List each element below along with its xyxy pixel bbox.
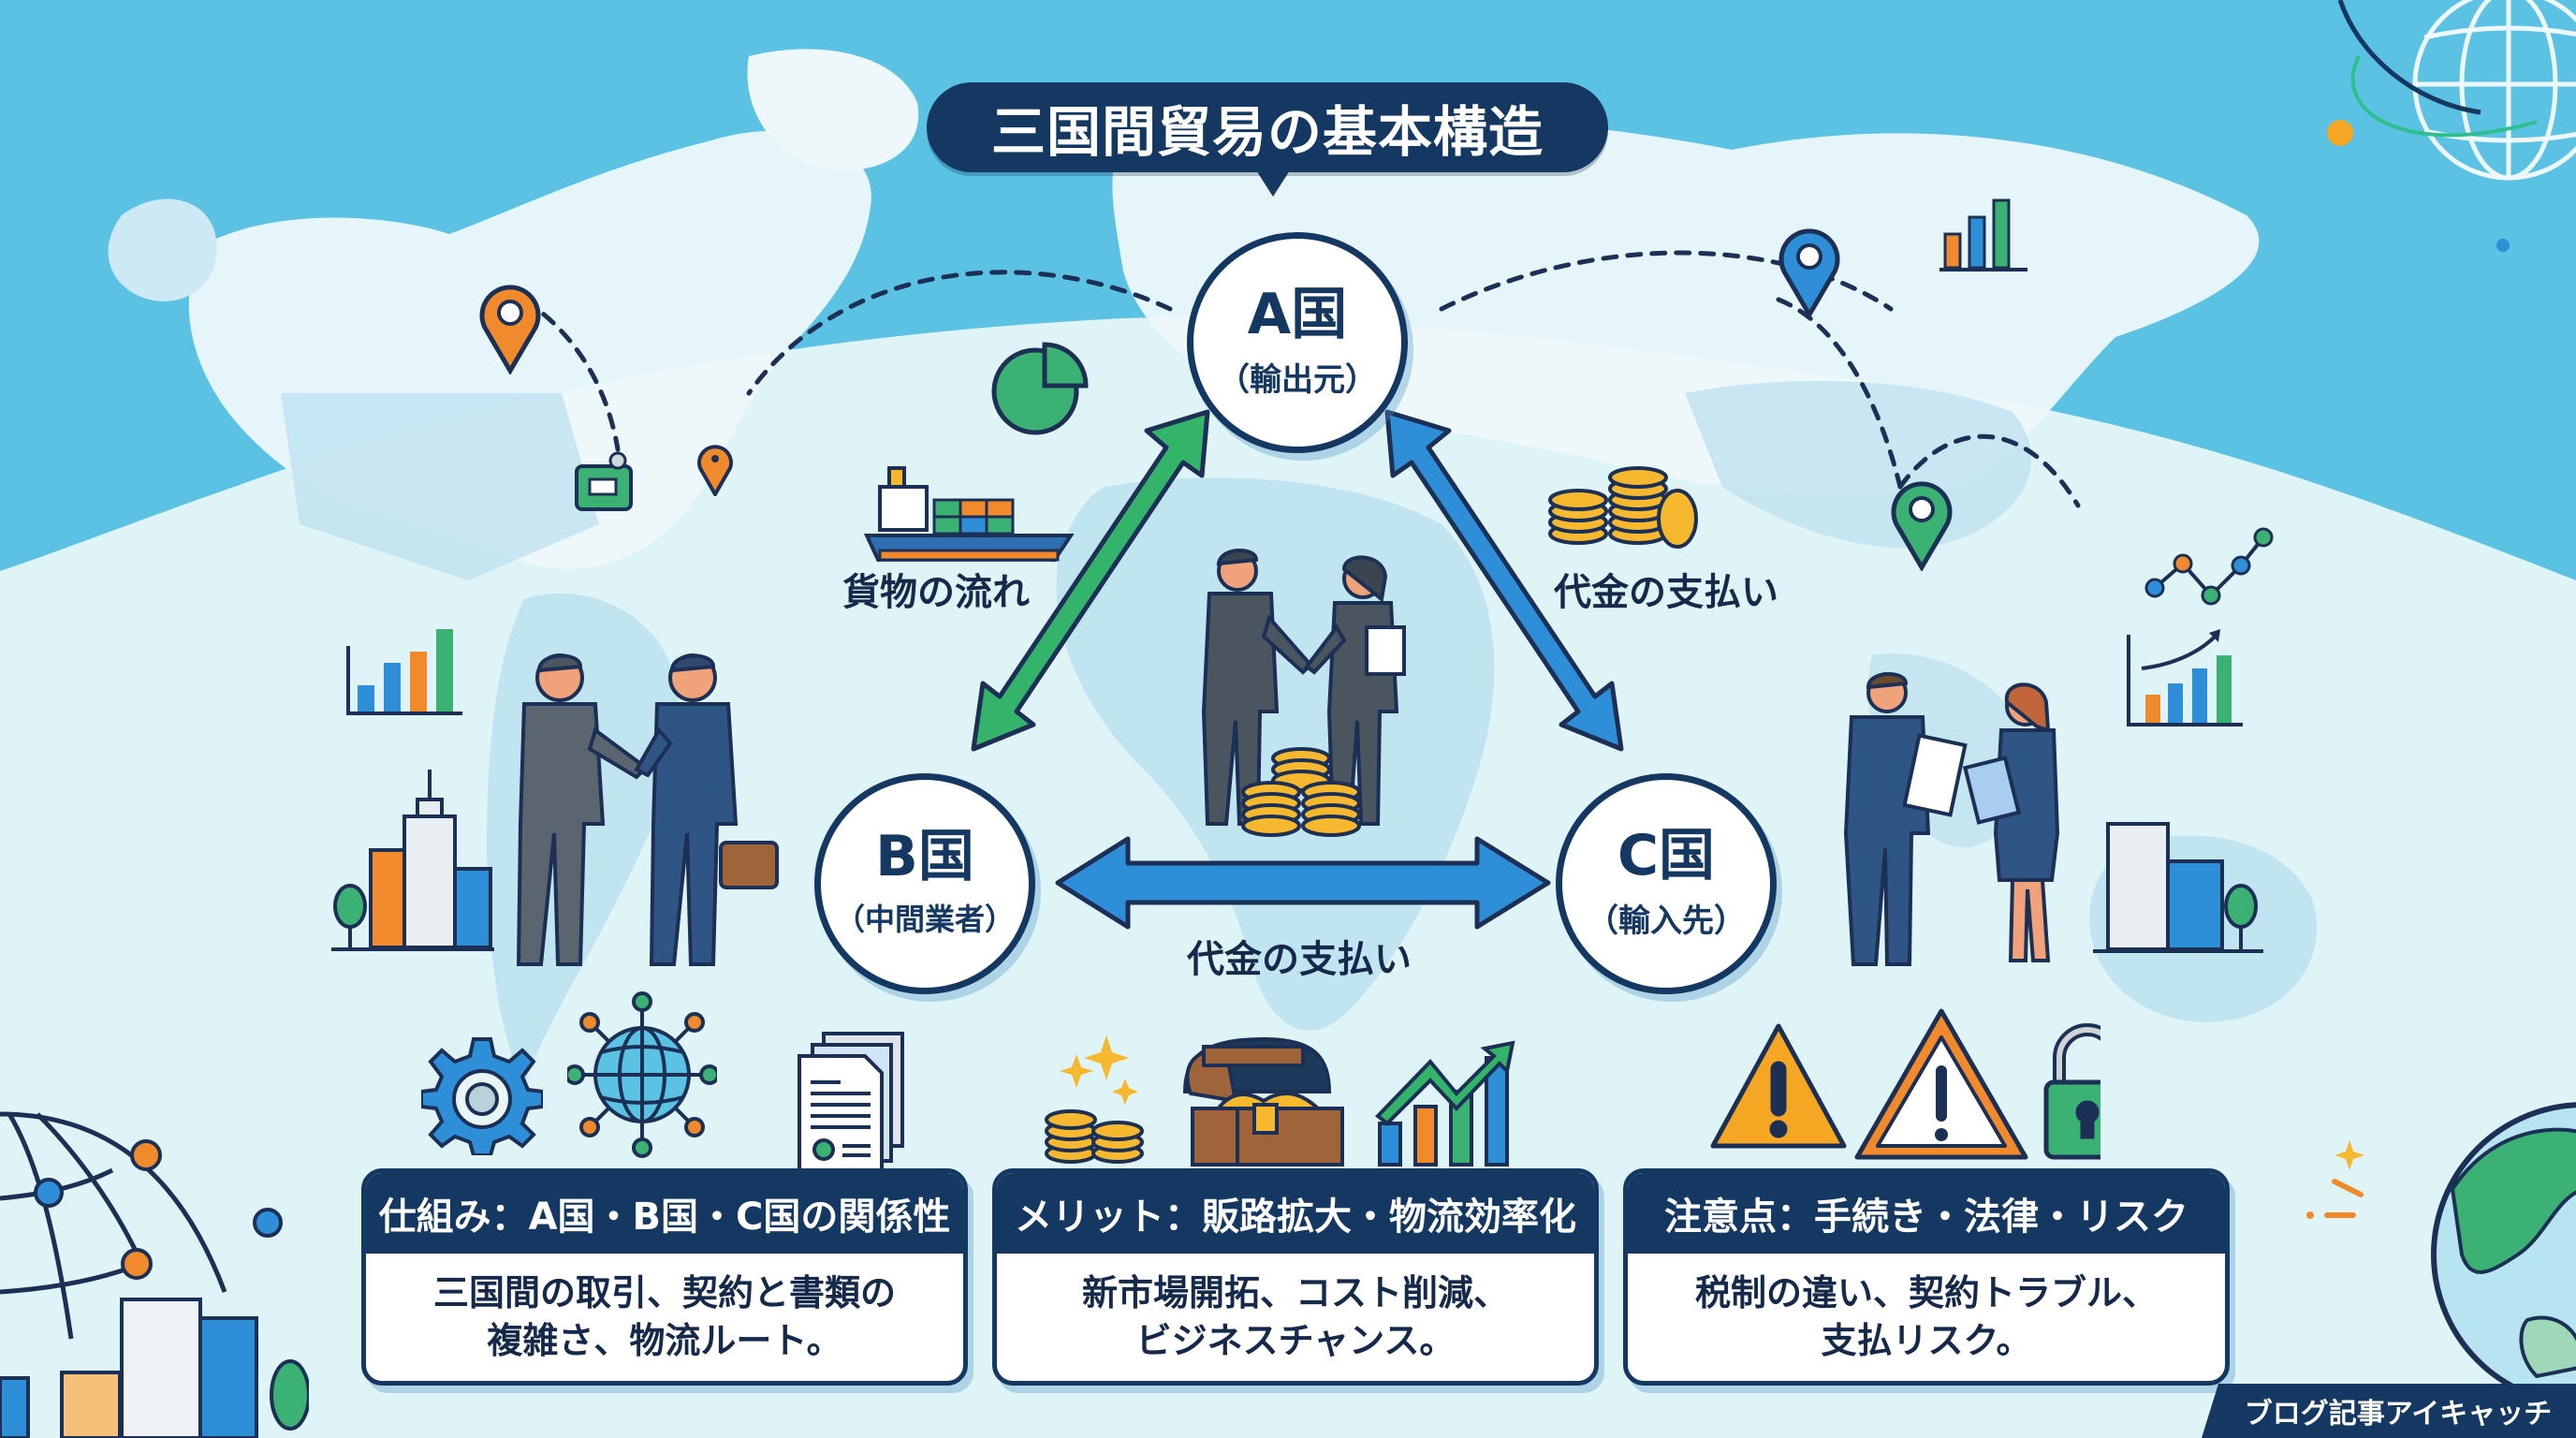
payment-bc-label: 代金の支払い [1187, 938, 1412, 981]
goods-flow-label: 貨物の流れ [842, 571, 1030, 614]
footer-tag: ブログ記事アイキャッチ [2202, 1384, 2576, 1438]
country-b-role: （中間業者） [834, 902, 1015, 937]
info-card-cautions: 注意点：手続き・法律・リスク 税制の違い、契約トラブル、 支払リスク。 [1623, 1168, 2230, 1386]
card-body-line: 三国間の取引、契約と書類の [432, 1271, 896, 1313]
lock-icon [2043, 1023, 2100, 1160]
sparkle-icon [1060, 1035, 1138, 1105]
documents-icon [798, 1032, 904, 1170]
location-pin-icon [1778, 228, 1840, 318]
bar-chart-icon [346, 629, 462, 715]
card-heading: 注意点：手続き・法律・リスク [1628, 1173, 2225, 1254]
payment-ac-label: 代金の支払い [1554, 571, 1778, 614]
country-a-name: A国 [1247, 281, 1348, 347]
orbit-dot-icon [2496, 239, 2510, 252]
country-b-node: B国 （中間業者） [814, 773, 1035, 994]
pie-chart-icon [991, 342, 1089, 435]
payment-flow-arrow-bc [1055, 836, 1551, 930]
page-title-banner: 三国間貿易の基本構造 [927, 82, 1608, 197]
card-body-line: 税制の違い、契約トラブル、 [1694, 1271, 2158, 1313]
merit-icons-group [1045, 1035, 1515, 1167]
location-pin-icon [697, 445, 733, 496]
warning-triangle-icon [1854, 1008, 2028, 1160]
card-body-line: ビジネスチャンス。 [1135, 1320, 1456, 1361]
growth-chart-icon [1375, 1040, 1515, 1167]
network-city-illustration [0, 1111, 309, 1438]
treasure-chest-icon [1182, 1036, 1344, 1167]
gear-icon [421, 1037, 543, 1155]
card-body-line: 支払リスク。 [1821, 1320, 2032, 1361]
warning-triangle-icon [1710, 1023, 1847, 1149]
country-c-node: C国 （輸入先） [1556, 773, 1777, 994]
handshake-couple-illustration [1201, 548, 1406, 837]
growth-chart-icon [2127, 629, 2243, 726]
payment-flow-arrow-ac [1384, 409, 1624, 752]
business-people-documents-illustration [1843, 671, 2060, 966]
location-pin-icon [1891, 481, 1953, 571]
card-heading: 仕組み：A国・B国・C国の関係性 [366, 1173, 963, 1254]
location-pin-icon [479, 285, 541, 374]
card-body: 新市場開拓、コスト削減、 ビジネスチャンス。 [997, 1254, 1594, 1381]
card-body-line: 複雑さ、物流ルート。 [487, 1320, 842, 1361]
earth-globe-icon [2431, 1102, 2576, 1386]
card-body: 三国間の取引、契約と書類の 複雑さ、物流ルート。 [366, 1254, 963, 1381]
cargo-ship-icon [863, 466, 1075, 562]
bar-chart-icon [1939, 198, 2027, 271]
country-a-node: A国 （輸出元） [1187, 232, 1408, 453]
country-a-role: （輸出元） [1218, 360, 1377, 399]
coin-stack-icon [1045, 1109, 1144, 1164]
page-title: 三国間貿易の基本構造 [990, 100, 1544, 164]
country-c-name: C国 [1617, 822, 1716, 888]
card-body: 税制の違い、契約トラブル、 支払リスク。 [1628, 1254, 2225, 1381]
city-buildings-icon [331, 770, 494, 951]
network-globe-icon [567, 991, 717, 1158]
info-card-mechanism: 仕組み：A国・B国・C国の関係性 三国間の取引、契約と書類の 複雑さ、物流ルート… [361, 1168, 968, 1386]
card-body-line: 新市場開拓、コスト削減、 [1081, 1271, 1509, 1313]
handshake-people-illustration [516, 653, 779, 966]
country-c-role: （輸入先） [1587, 902, 1746, 940]
sparkle-icon [2306, 1140, 2364, 1219]
globe-icon [2327, 0, 2576, 181]
machinery-icon [575, 451, 633, 511]
coin-stack-icon [1548, 466, 1698, 549]
info-card-merits: メリット：販路拡大・物流効率化 新市場開拓、コスト削減、 ビジネスチャンス。 [992, 1168, 1599, 1386]
card-heading: メリット：販路拡大・物流効率化 [997, 1173, 1594, 1254]
goods-flow-arrow [971, 409, 1210, 752]
risk-icons-group [1710, 1008, 2100, 1160]
country-b-name: B国 [875, 824, 974, 889]
line-chart-icon [2144, 527, 2274, 606]
city-buildings-icon [2093, 822, 2263, 953]
